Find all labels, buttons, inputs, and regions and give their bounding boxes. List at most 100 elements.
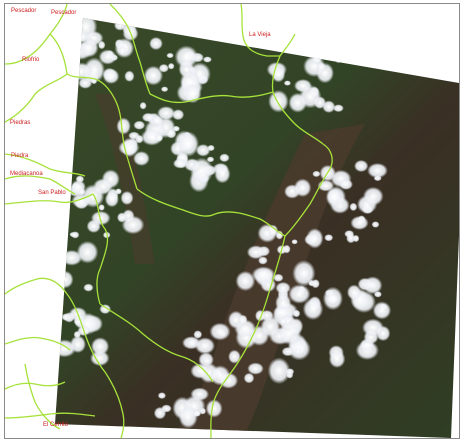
cloud-patch: [149, 36, 163, 51]
cloud-patch: [120, 190, 134, 206]
cloud-patch: [195, 144, 211, 157]
cloud-patch: [352, 234, 360, 243]
cloud-patch: [55, 258, 57, 266]
cloud-patch: [90, 78, 98, 85]
cloud-patch: [75, 175, 85, 183]
cloud-patch: [121, 215, 145, 235]
cloud-patch: [209, 365, 231, 386]
boundary-line: [5, 381, 66, 390]
cloud-patch: [312, 170, 321, 178]
cloud-patch: [187, 338, 197, 347]
cloud-patch: [205, 399, 223, 418]
cloud-patch: [372, 301, 392, 320]
cloud-patch: [116, 117, 131, 135]
cloud-patch: [234, 319, 257, 338]
cloud-patch: [65, 39, 84, 58]
cloud-patch: [207, 144, 215, 152]
boundary-line: [279, 33, 296, 57]
cloud-patch: [238, 314, 248, 325]
map-frame: Pescador Pescador La Vieja Riofrio Piedr…: [4, 3, 460, 439]
cloud-patch: [281, 346, 295, 357]
boundary-line: [214, 211, 286, 237]
label-el-cerrito: El Cerrito: [43, 422, 69, 428]
cloud-patch: [311, 279, 320, 289]
boundary-line: [99, 303, 214, 383]
cloud-patch: [80, 37, 99, 58]
cloud-patch: [362, 276, 383, 295]
boundary-line: [271, 55, 324, 145]
boundary-line: [136, 188, 216, 217]
cloud-patch: [32, 286, 49, 300]
cloud-patch: [291, 239, 298, 245]
label-la-vieja: La Vieja: [249, 32, 271, 38]
cloud-patch: [292, 309, 301, 318]
cloud-patch: [166, 52, 174, 59]
cloud-patch: [292, 260, 316, 287]
cloud-patch: [275, 281, 291, 295]
cloud-patch: [124, 70, 135, 82]
boundary-line: [92, 193, 109, 305]
cloud-patch: [258, 256, 268, 265]
cloud-patch: [133, 120, 146, 130]
map-canvas[interactable]: Pescador Pescador La Vieja Riofrio Piedr…: [5, 4, 459, 438]
cloud-patch: [167, 62, 175, 70]
boundary-line: [5, 336, 71, 351]
cloud-patch: [328, 350, 346, 368]
boundary-line: [5, 73, 68, 123]
boundary-line: [84, 333, 125, 438]
cloud-patch: [139, 101, 147, 110]
boundary-line: [109, 4, 151, 95]
cloud-patch: [350, 215, 369, 230]
label-piedras: Piedras: [10, 120, 30, 126]
cloud-patch: [178, 405, 198, 429]
cloud-patch: [247, 362, 264, 375]
cloud-patch: [172, 158, 188, 169]
cloud-patch: [157, 392, 166, 399]
cloud-patch: [268, 90, 289, 113]
boundary-line: [284, 143, 333, 237]
cloud-patch: [55, 268, 62, 276]
cloud-patch: [362, 318, 384, 337]
cloud-patch: [104, 191, 119, 208]
cloud-patch: [99, 304, 111, 315]
cloud-patch: [273, 273, 284, 282]
cloud-patch: [371, 221, 380, 228]
cloud-patch: [324, 234, 334, 242]
cloud-patch: [151, 115, 164, 126]
cloud-patch: [193, 330, 203, 339]
cloud-patch: [354, 159, 369, 173]
cloud-patch: [154, 134, 164, 142]
cloud-patch: [349, 202, 358, 212]
cloud-patch: [55, 233, 67, 246]
cloud-patch: [322, 286, 343, 311]
boundary-line: [5, 193, 94, 205]
cloud-patch: [317, 62, 326, 72]
cloud-patch: [73, 330, 82, 339]
cloud-patch: [267, 224, 279, 237]
boundary-line: [24, 363, 61, 430]
cloud-patch: [312, 54, 322, 64]
cloud-patch: [326, 188, 342, 206]
cloud-patch: [174, 45, 199, 69]
municipal-boundaries: [5, 4, 333, 438]
cloud-patch: [76, 240, 99, 264]
cloud-patch: [219, 153, 230, 163]
cloud-patch: [367, 162, 388, 179]
cloud-patch: [55, 261, 60, 275]
cloud-patch: [362, 186, 384, 206]
cloud-patch: [62, 23, 82, 44]
cloud-patch: [172, 109, 185, 121]
cloud-patch: [246, 245, 266, 260]
cloud-patch: [203, 358, 212, 364]
cloud-patch: [214, 164, 231, 184]
cloud-patch: [83, 283, 94, 292]
cloud-patch: [293, 178, 312, 198]
boundary-line: [210, 235, 286, 438]
boundary-line: [94, 78, 138, 190]
cloud-patch: [373, 175, 382, 182]
cloud-patch: [283, 80, 291, 86]
boundary-line: [5, 277, 86, 335]
cloud-patch: [98, 49, 117, 65]
cloud-patch: [55, 223, 57, 246]
cloud-patch: [143, 65, 164, 86]
